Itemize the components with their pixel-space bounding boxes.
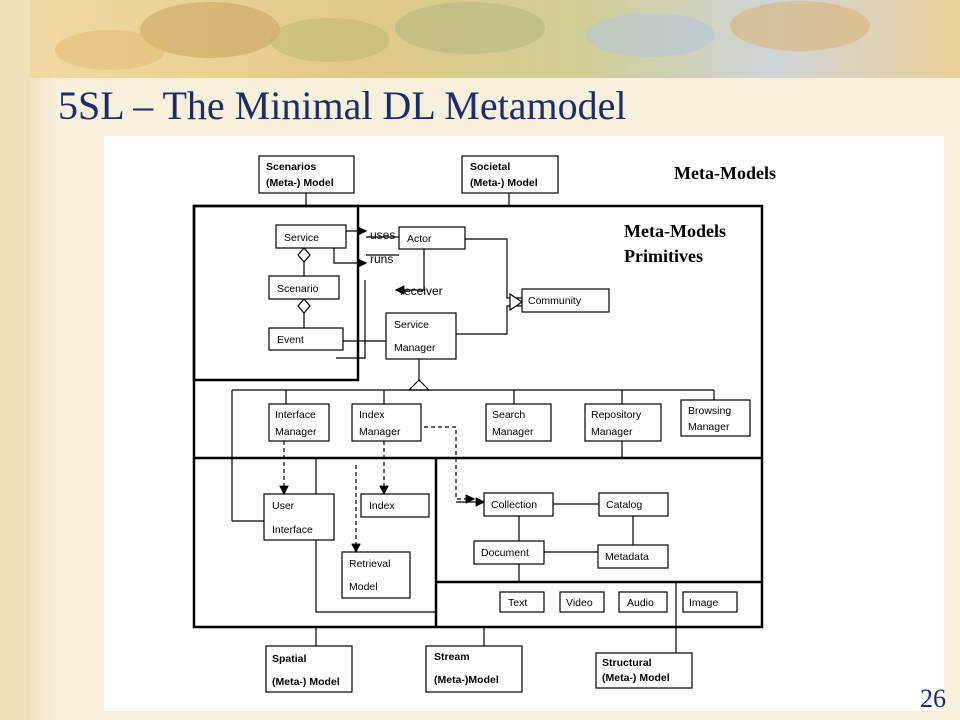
svg-text:Societal: Societal xyxy=(470,161,510,173)
scenarios-model-box: Scenarios (Meta-) Model xyxy=(258,155,355,194)
structural-model-box: Structural (Meta-) Model xyxy=(595,652,693,689)
svg-text:Manager: Manager xyxy=(275,426,317,438)
metadata-node: Metadata xyxy=(597,544,669,569)
service-node: Service xyxy=(275,224,347,249)
runs-label: runs xyxy=(370,252,393,266)
svg-text:Manager: Manager xyxy=(688,421,730,433)
svg-text:(Meta-) Model: (Meta-) Model xyxy=(266,177,334,189)
svg-text:Manager: Manager xyxy=(492,426,534,438)
primitives-heading-line2: Primitives xyxy=(624,246,703,266)
svg-text:Browsing: Browsing xyxy=(688,405,731,417)
svg-text:Video: Video xyxy=(566,597,593,609)
svg-text:Service: Service xyxy=(394,319,429,331)
slide-number: 26 xyxy=(920,684,946,713)
interface-manager-node: Interface Manager xyxy=(268,403,330,442)
search-manager-node: Search Manager xyxy=(485,403,552,442)
video-node: Video xyxy=(559,591,605,613)
svg-text:(Meta-) Model: (Meta-) Model xyxy=(272,676,340,688)
svg-text:(Meta-)Model: (Meta-)Model xyxy=(434,674,499,686)
svg-text:Manager: Manager xyxy=(591,426,633,438)
svg-text:Catalog: Catalog xyxy=(606,499,642,511)
spatial-model-box: Spatial (Meta-) Model xyxy=(265,645,353,693)
svg-text:Interface: Interface xyxy=(272,524,313,536)
event-node: Event xyxy=(268,327,344,351)
index-manager-node: Index Manager xyxy=(351,403,422,442)
svg-text:Structural: Structural xyxy=(602,657,652,669)
svg-text:Image: Image xyxy=(689,597,718,609)
svg-text:Scenarios: Scenarios xyxy=(266,161,316,173)
svg-text:Service: Service xyxy=(284,232,319,244)
index-node: Index xyxy=(360,493,430,518)
scenario-societal-frame xyxy=(192,204,360,382)
collection-node: Collection xyxy=(483,492,554,517)
svg-text:Search: Search xyxy=(492,409,525,421)
svg-text:Interface: Interface xyxy=(275,409,316,421)
svg-text:(Meta-) Model: (Meta-) Model xyxy=(602,672,670,684)
slide-title: 5SL – The Minimal DL Metamodel xyxy=(58,83,627,128)
svg-text:Spatial: Spatial xyxy=(272,653,307,665)
svg-text:Document: Document xyxy=(481,547,529,559)
svg-text:Community: Community xyxy=(528,295,582,307)
uses-label: uses xyxy=(370,228,395,242)
image-node: Image xyxy=(682,591,738,613)
receiver-label: receiver xyxy=(400,284,443,298)
svg-text:Actor: Actor xyxy=(407,233,432,245)
svg-text:Retrieval: Retrieval xyxy=(349,558,390,570)
svg-text:Stream: Stream xyxy=(434,651,470,663)
societal-model-box: Societal (Meta-) Model xyxy=(461,155,559,194)
svg-text:Text: Text xyxy=(508,597,527,609)
actor-node: Actor xyxy=(398,226,466,250)
svg-text:Audio: Audio xyxy=(627,597,654,609)
svg-text:Scenario: Scenario xyxy=(277,283,319,295)
svg-text:Event: Event xyxy=(277,334,304,346)
service-manager-node: Service Manager xyxy=(385,312,457,360)
svg-text:Index: Index xyxy=(359,409,385,421)
browsing-manager-node: Browsing Manager xyxy=(680,399,751,437)
stream-model-box: Stream (Meta-)Model xyxy=(425,645,523,693)
svg-text:Manager: Manager xyxy=(359,426,401,438)
svg-text:Collection: Collection xyxy=(491,499,537,511)
repository-manager-node: Repository Manager xyxy=(584,403,662,442)
meta-models-heading: Meta-Models xyxy=(674,163,776,183)
primitives-frame xyxy=(192,204,764,629)
svg-text:Manager: Manager xyxy=(394,342,436,354)
text-node: Text xyxy=(499,591,545,613)
retrieval-model-node: Retrieval Model xyxy=(341,551,411,599)
user-interface-node: User Interface xyxy=(263,493,335,541)
metamodel-diagram: Meta-Models Meta-Models Primitives Scena… xyxy=(192,155,776,693)
community-node: Community xyxy=(521,288,610,313)
svg-text:Model: Model xyxy=(349,581,378,593)
svg-text:Index: Index xyxy=(369,500,395,512)
document-node: Document xyxy=(473,540,545,565)
svg-text:Metadata: Metadata xyxy=(605,551,649,563)
audio-node: Audio xyxy=(618,591,668,613)
svg-text:Repository: Repository xyxy=(591,409,642,421)
catalog-node: Catalog xyxy=(598,492,669,517)
scenario-node: Scenario xyxy=(268,275,340,300)
svg-text:(Meta-) Model: (Meta-) Model xyxy=(470,177,538,189)
svg-text:User: User xyxy=(272,500,295,512)
primitives-heading-line1: Meta-Models xyxy=(624,221,726,241)
metamodel-figure: Meta-Models Meta-Models Primitives Scena… xyxy=(104,136,944,711)
